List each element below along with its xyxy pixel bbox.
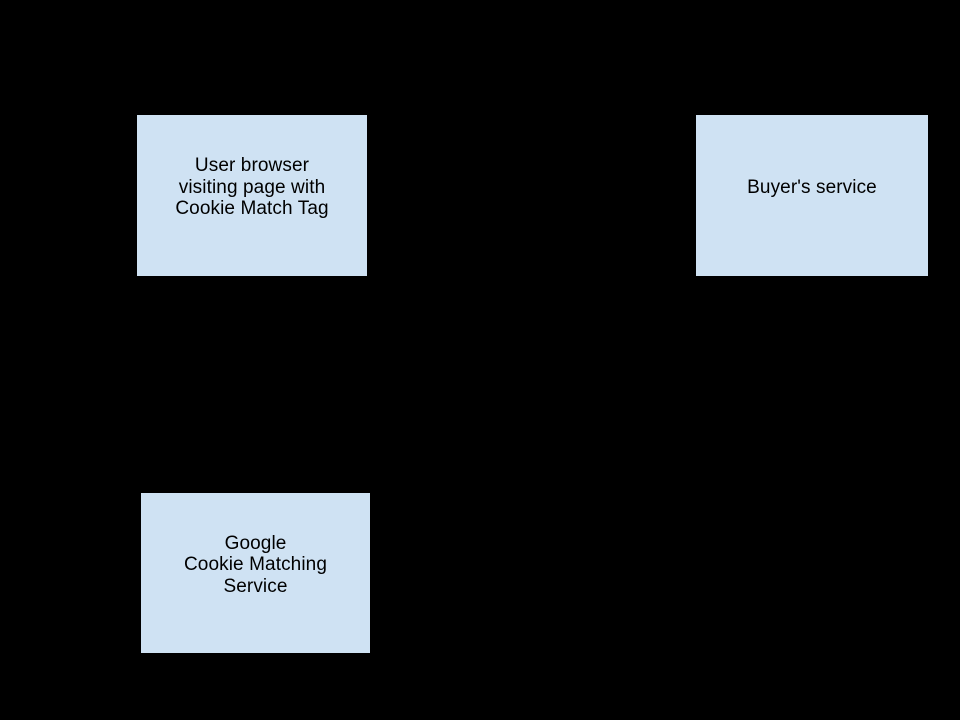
node-google-cookie-matching-service-label: Google Cookie Matching Service xyxy=(183,532,328,597)
node-user-browser: User browser visiting page with Cookie M… xyxy=(136,114,368,277)
node-user-browser-label: User browser visiting page with Cookie M… xyxy=(175,155,329,220)
node-buyers-service-label: Buyer's service xyxy=(747,176,877,198)
node-google-cookie-matching-service: Google Cookie Matching Service xyxy=(140,492,371,654)
node-buyers-service: Buyer's service xyxy=(695,114,929,277)
